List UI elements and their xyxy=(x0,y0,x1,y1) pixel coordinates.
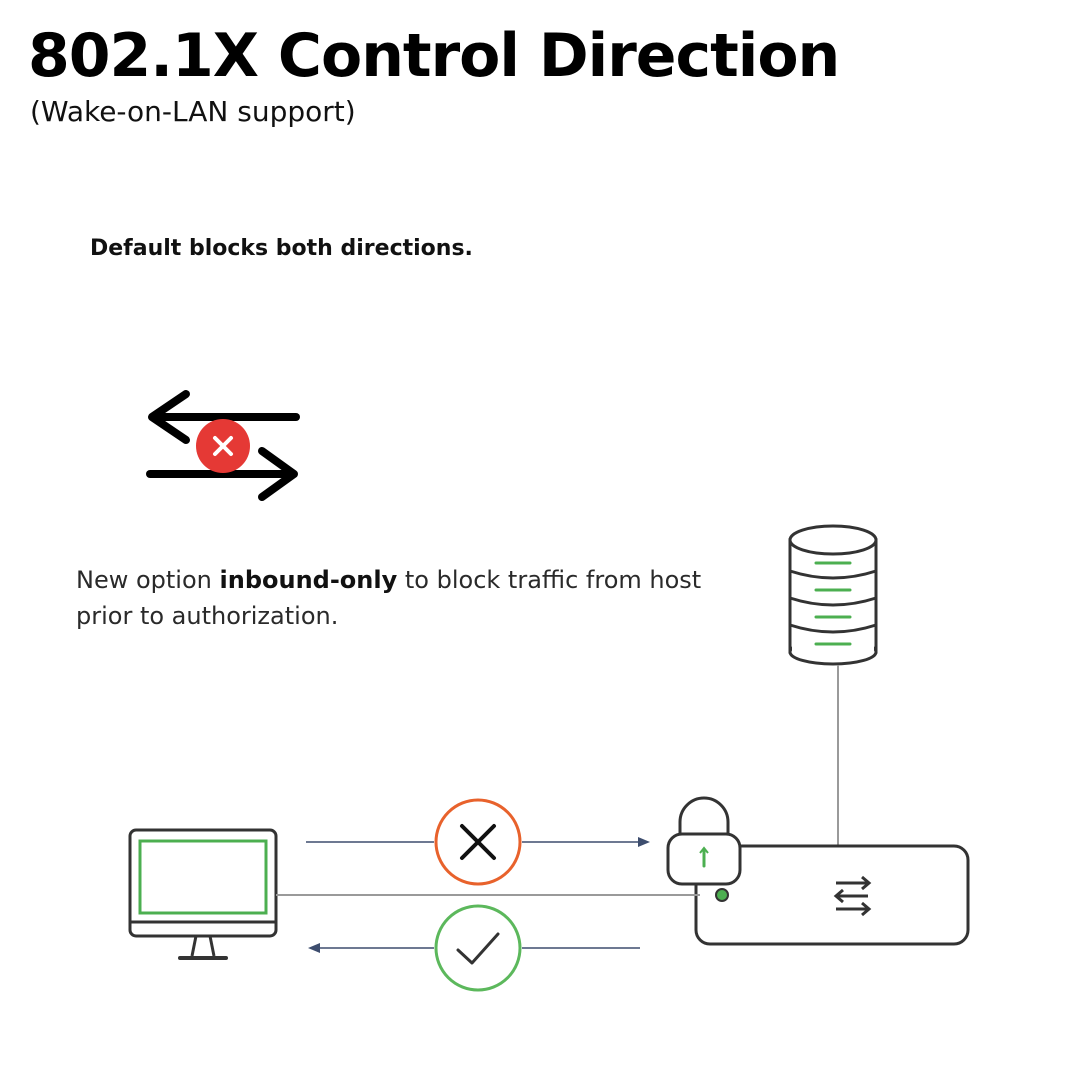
network-switch-icon xyxy=(694,844,970,946)
database-server-icon xyxy=(788,524,878,666)
page-subtitle: (Wake-on-LAN support) xyxy=(30,95,356,128)
flow-inbound xyxy=(308,943,640,953)
inbound-only-note: New option inbound-only to block traffic… xyxy=(76,562,736,634)
monitor-icon xyxy=(128,828,278,960)
x-circle-icon xyxy=(434,798,522,886)
padlock-icon xyxy=(666,796,742,886)
option-note-suffix: to block traffic from host prior to auth… xyxy=(76,566,702,630)
bidirectional-arrows-icon xyxy=(146,390,300,501)
x-circle-icon xyxy=(196,419,250,473)
default-behavior-note: Default blocks both directions. xyxy=(90,236,473,261)
option-note-prefix: New option xyxy=(76,566,220,594)
option-note-emphasis: inbound-only xyxy=(219,566,398,594)
checkmark-circle-icon xyxy=(434,904,522,992)
page-title: 802.1X Control Direction xyxy=(28,21,840,91)
flow-outbound xyxy=(306,837,650,847)
